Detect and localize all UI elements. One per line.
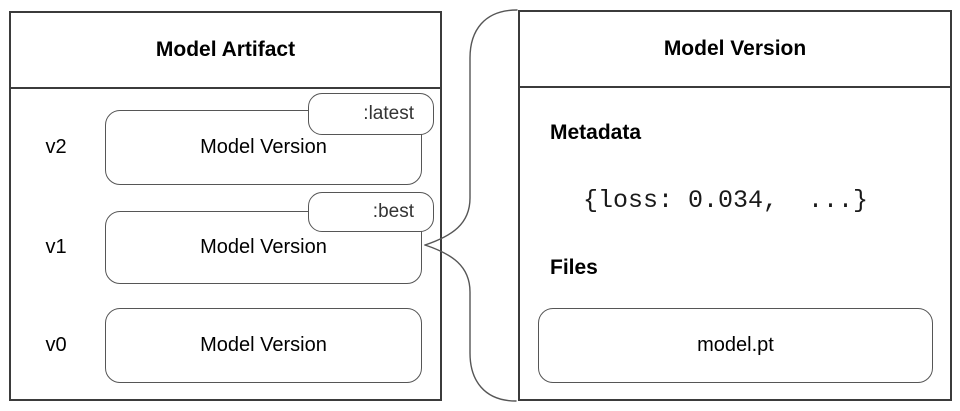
metadata-heading: Metadata: [550, 121, 642, 144]
version-label-v1: v1: [45, 236, 67, 258]
model-artifact-panel-title: Model Artifact: [11, 13, 440, 89]
files-heading: Files: [550, 256, 598, 279]
version-label-v0: v0: [45, 334, 67, 356]
metadata-value: {loss: 0.034, ...}: [583, 186, 869, 215]
alias-tag-latest: :latest: [308, 93, 434, 135]
version-label-v2: v2: [45, 136, 67, 158]
model-version-panel-title: Model Version: [520, 12, 950, 88]
model-file-box: model.pt: [538, 308, 933, 383]
alias-tag-best: :best: [308, 192, 434, 232]
model-version-box-v0: Model Version: [105, 308, 422, 383]
